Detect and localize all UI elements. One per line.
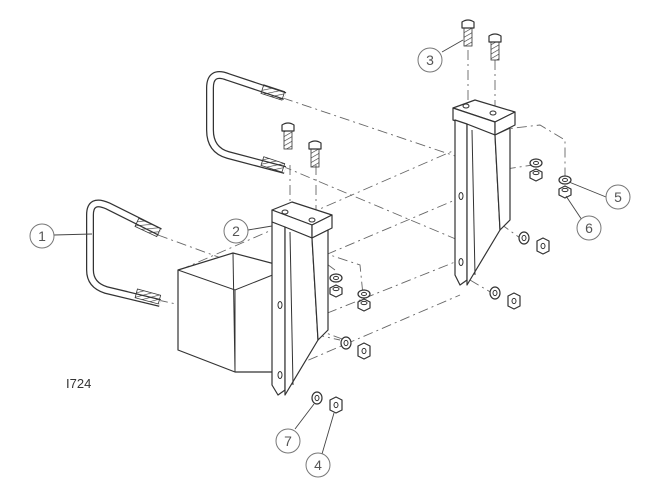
callout-2: 2: [223, 218, 249, 244]
svg-text:2: 2: [232, 223, 240, 239]
lock-washer: [340, 336, 352, 350]
svg-text:6: 6: [585, 220, 593, 236]
hex-nut: [357, 298, 371, 312]
svg-text:5: 5: [614, 189, 622, 205]
lock-washer: [489, 286, 501, 300]
leader-lines: [53, 39, 607, 455]
bolt: [461, 19, 475, 47]
lock-washer: [329, 273, 343, 283]
hex-nut: [507, 292, 521, 310]
lock-washer: [558, 175, 572, 185]
bolt: [281, 122, 295, 150]
hex-nut: [558, 185, 572, 199]
u-bolt-lower: [86, 199, 162, 307]
lock-washer: [518, 231, 530, 245]
callout-1: 1: [29, 223, 55, 249]
lock-washer: [529, 158, 543, 168]
svg-text:1: 1: [38, 228, 46, 244]
callout-6: 6: [576, 215, 602, 241]
svg-text:4: 4: [314, 457, 322, 473]
u-bolt-upper: [206, 71, 287, 174]
lock-washer: [357, 289, 371, 299]
drawing-number: I724: [66, 376, 91, 391]
bracket-front: [271, 201, 333, 396]
bolt: [308, 140, 322, 168]
svg-text:7: 7: [284, 433, 292, 449]
hex-nut: [529, 168, 543, 182]
lock-washer: [311, 391, 323, 405]
hex-nut: [329, 396, 343, 414]
bolt: [488, 33, 502, 61]
callout-4: 4: [305, 452, 331, 478]
callout-3: 3: [417, 47, 443, 73]
hex-nut: [357, 342, 371, 360]
bracket-rear: [452, 99, 516, 286]
svg-text:3: 3: [426, 52, 434, 68]
hex-nut: [329, 284, 343, 298]
callout-7: 7: [275, 428, 301, 454]
callout-5: 5: [605, 184, 631, 210]
hex-nut: [536, 237, 550, 255]
